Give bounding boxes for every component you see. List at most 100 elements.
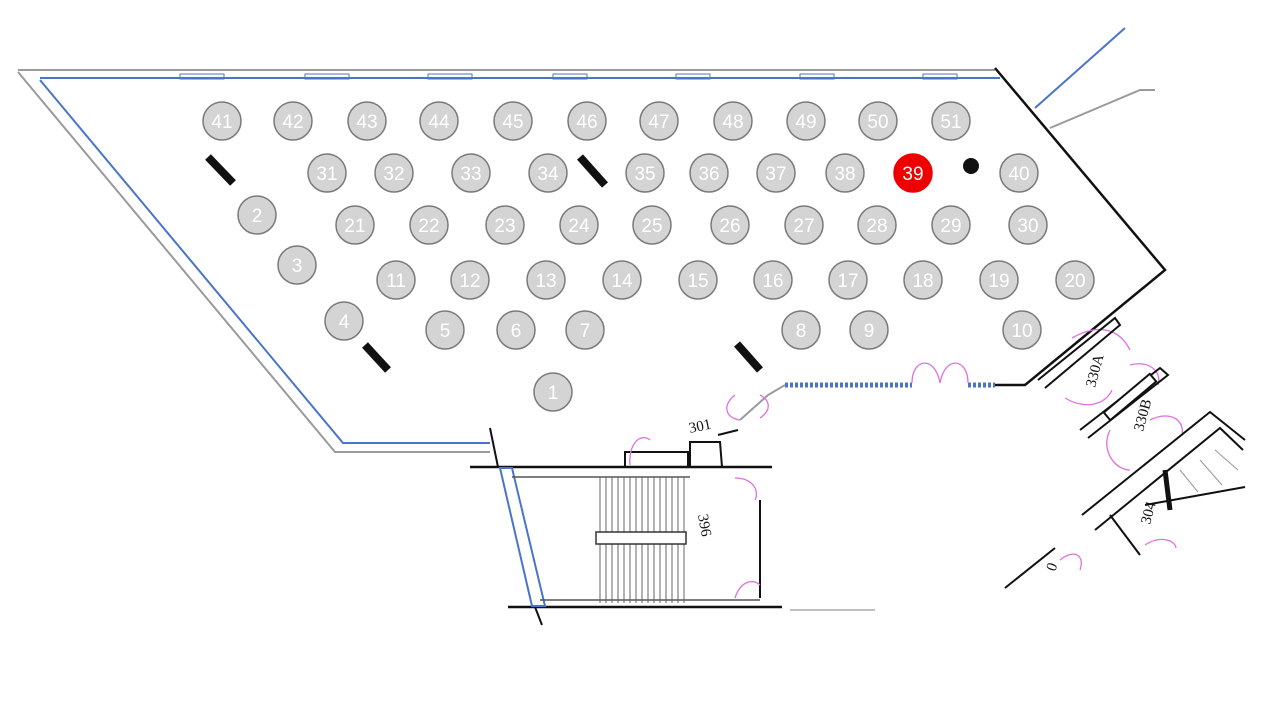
table-34[interactable]: 34 [528,153,568,193]
table-33[interactable]: 33 [451,153,491,193]
table-20[interactable]: 20 [1055,260,1095,300]
table-45[interactable]: 45 [493,101,533,141]
table-circle[interactable] [425,310,465,350]
table-circle[interactable] [496,310,536,350]
table-circle[interactable] [781,310,821,350]
table-circle[interactable] [374,153,414,193]
table-circle[interactable] [1002,310,1042,350]
table-49[interactable]: 49 [786,101,826,141]
table-circle[interactable] [450,260,490,300]
table-7[interactable]: 7 [565,310,605,350]
table-22[interactable]: 22 [409,205,449,245]
table-27[interactable]: 27 [784,205,824,245]
table-circle[interactable] [324,301,364,341]
table-circle[interactable] [713,101,753,141]
table-19[interactable]: 19 [979,260,1019,300]
table-42[interactable]: 42 [273,101,313,141]
table-1[interactable]: 1 [533,372,573,412]
table-29[interactable]: 29 [931,205,971,245]
table-circle[interactable] [753,260,793,300]
table-50[interactable]: 50 [858,101,898,141]
table-51[interactable]: 51 [931,101,971,141]
table-circle[interactable] [858,101,898,141]
table-circle[interactable] [625,153,665,193]
table-circle[interactable] [307,153,347,193]
table-6[interactable]: 6 [496,310,536,350]
table-13[interactable]: 13 [526,260,566,300]
table-26[interactable]: 26 [710,205,750,245]
table-circle[interactable] [849,310,889,350]
table-circle[interactable] [277,245,317,285]
table-circle[interactable] [451,153,491,193]
table-36[interactable]: 36 [689,153,729,193]
table-28[interactable]: 28 [857,205,897,245]
table-24[interactable]: 24 [559,205,599,245]
table-31[interactable]: 31 [307,153,347,193]
table-48[interactable]: 48 [713,101,753,141]
table-35[interactable]: 35 [625,153,665,193]
table-circle[interactable] [689,153,729,193]
table-circle[interactable] [602,260,642,300]
table-circle[interactable] [565,310,605,350]
table-37[interactable]: 37 [756,153,796,193]
table-circle[interactable] [559,205,599,245]
table-12[interactable]: 12 [450,260,490,300]
table-circle[interactable] [376,260,416,300]
table-circle[interactable] [931,101,971,141]
table-21[interactable]: 21 [335,205,375,245]
table-circle[interactable] [893,153,933,193]
table-23[interactable]: 23 [485,205,525,245]
table-44[interactable]: 44 [419,101,459,141]
table-circle[interactable] [493,101,533,141]
table-circle[interactable] [825,153,865,193]
table-circle[interactable] [335,205,375,245]
table-4[interactable]: 4 [324,301,364,341]
table-32[interactable]: 32 [374,153,414,193]
table-circle[interactable] [533,372,573,412]
table-3[interactable]: 3 [277,245,317,285]
table-circle[interactable] [567,101,607,141]
table-15[interactable]: 15 [678,260,718,300]
table-9[interactable]: 9 [849,310,889,350]
table-25[interactable]: 25 [632,205,672,245]
table-circle[interactable] [828,260,868,300]
table-circle[interactable] [999,153,1039,193]
table-8[interactable]: 8 [781,310,821,350]
table-circle[interactable] [639,101,679,141]
table-40[interactable]: 40 [999,153,1039,193]
table-circle[interactable] [979,260,1019,300]
table-41[interactable]: 41 [202,101,242,141]
table-2[interactable]: 2 [237,195,277,235]
table-circle[interactable] [931,205,971,245]
table-circle[interactable] [419,101,459,141]
table-circle[interactable] [632,205,672,245]
table-43[interactable]: 43 [347,101,387,141]
table-circle[interactable] [347,101,387,141]
table-10[interactable]: 10 [1002,310,1042,350]
table-circle[interactable] [857,205,897,245]
table-circle[interactable] [528,153,568,193]
table-circle[interactable] [237,195,277,235]
table-18[interactable]: 18 [903,260,943,300]
table-30[interactable]: 30 [1008,205,1048,245]
table-circle[interactable] [710,205,750,245]
table-11[interactable]: 11 [376,260,416,300]
table-16[interactable]: 16 [753,260,793,300]
table-circle[interactable] [273,101,313,141]
table-circle[interactable] [202,101,242,141]
table-circle[interactable] [485,205,525,245]
table-circle[interactable] [756,153,796,193]
table-circle[interactable] [1008,205,1048,245]
table-circle[interactable] [526,260,566,300]
table-47[interactable]: 47 [639,101,679,141]
table-circle[interactable] [784,205,824,245]
table-circle[interactable] [786,101,826,141]
table-circle[interactable] [1055,260,1095,300]
table-5[interactable]: 5 [425,310,465,350]
table-circle[interactable] [903,260,943,300]
table-17[interactable]: 17 [828,260,868,300]
table-14[interactable]: 14 [602,260,642,300]
table-46[interactable]: 46 [567,101,607,141]
table-38[interactable]: 38 [825,153,865,193]
table-39-selected[interactable]: 39 [893,153,933,193]
